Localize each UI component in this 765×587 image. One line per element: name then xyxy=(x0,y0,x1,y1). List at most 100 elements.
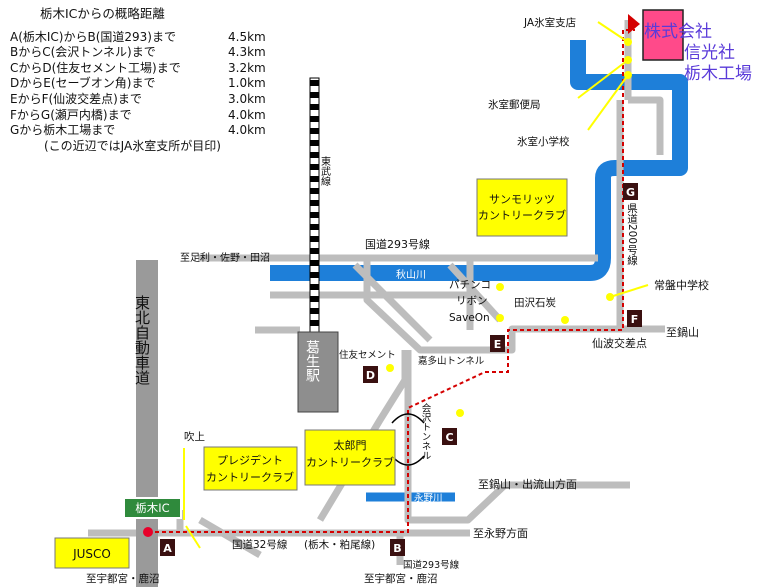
label-nabeyama: 至鍋山 xyxy=(666,325,699,339)
point-b: B xyxy=(390,539,405,556)
svg-text:D: D xyxy=(366,369,375,382)
label-post: 氷室郵便局 xyxy=(488,98,541,111)
label-ja: JA氷室支店 xyxy=(523,16,576,29)
legend-row-label: CからD(住友セメント工場)まで xyxy=(10,60,181,75)
label-golf1-l2: カントリークラブ xyxy=(478,208,566,222)
point-g: G xyxy=(623,183,638,200)
rail-tie xyxy=(310,176,319,182)
golf-sanmoritz-box xyxy=(476,178,568,237)
legend-note: (この近辺ではJA氷室支所が目印) xyxy=(44,138,221,153)
legend-row: DからE(セーブオン角)まで 1.0km xyxy=(10,76,266,92)
golf-president-box xyxy=(203,446,298,491)
rail-tie xyxy=(310,152,319,158)
point-markers: A B C D E F G xyxy=(160,183,642,556)
label-akiyama: 秋山川 xyxy=(396,268,426,281)
rail-tie xyxy=(310,188,319,194)
expressway-cap xyxy=(136,260,158,276)
joban-dot xyxy=(606,293,614,301)
label-utsunomiya1: 至宇都宮・鹿沼 xyxy=(86,572,160,585)
legend-row-label: EからF(仙波交差点)まで xyxy=(10,91,142,106)
label-nagano-dir: 至永野方面 xyxy=(473,526,528,540)
label-pachinko-l2: リボン xyxy=(456,295,488,307)
school-pointer xyxy=(587,74,629,131)
label-sumitomo: 住友セメント xyxy=(339,349,396,361)
rail-tie xyxy=(310,116,319,122)
rail-tie xyxy=(310,224,319,230)
legend-row-label: DからE(セーブオン角)まで xyxy=(10,76,156,91)
kuzo-station-box xyxy=(297,331,339,413)
label-senba: 仙波交差点 xyxy=(592,336,647,350)
point-c: C xyxy=(442,428,457,445)
joban-pointer xyxy=(609,284,649,298)
rail-tie xyxy=(310,284,319,290)
road-tochigi-kasuo xyxy=(404,350,630,524)
legend-row: BからC(会沢トンネル)まで 4.3km xyxy=(10,45,266,61)
golf-courses xyxy=(54,178,568,569)
svg-text:B: B xyxy=(393,542,401,555)
label-golf2-l2: カントリークラブ xyxy=(306,455,394,469)
distance-legend: 栃木ICからの概略距離 A(栃木IC)からB(国道293)まで 4.5km Bか… xyxy=(10,6,266,154)
post-pointer xyxy=(577,59,629,99)
label-aizawa: 会沢トンネル xyxy=(420,402,432,460)
legend-title: 栃木ICからの概略距離 xyxy=(40,6,165,21)
label-utsunomiya2: 至宇都宮・鹿沼 xyxy=(364,572,438,585)
road-32-diag xyxy=(198,516,262,559)
point-f: F xyxy=(627,310,642,327)
svg-text:G: G xyxy=(626,186,635,199)
label-nagano: 永野川 xyxy=(414,492,443,504)
svg-text:E: E xyxy=(494,338,502,351)
company-box xyxy=(642,9,684,61)
tobu-railway xyxy=(309,77,320,338)
rail-tie xyxy=(310,308,319,314)
label-r293b: 国道293号線 xyxy=(403,559,460,571)
label-golf1-l1: サンモリッツ xyxy=(489,193,555,206)
rail-tie xyxy=(310,236,319,242)
label-tobu: 東武線 xyxy=(319,155,331,186)
label-joban: 常盤中学校 xyxy=(654,278,709,292)
rail-tie xyxy=(310,320,319,326)
post-dot xyxy=(624,56,632,64)
label-school: 氷室小学校 xyxy=(517,135,570,148)
label-jusco: JUSCO xyxy=(72,547,111,561)
rail-tie xyxy=(310,80,319,86)
tochigi-ic-dot xyxy=(143,527,153,537)
company-line-1: 株式会社 xyxy=(644,22,712,42)
label-tazawa: 田沢石炭 xyxy=(514,296,556,309)
rail-tie xyxy=(310,164,319,170)
rail-tie xyxy=(310,260,319,266)
rail-tie xyxy=(310,104,319,110)
route-line xyxy=(148,29,635,533)
point-a: A xyxy=(160,539,175,556)
label-tochigi-kasuo: (栃木・粕尾線) xyxy=(304,538,375,551)
pointer-lines xyxy=(183,21,649,549)
legend-row: Gから栃木工場まで 4.0km xyxy=(10,123,266,139)
legend-row-distance: 3.0km xyxy=(228,91,266,106)
saveon-dot xyxy=(496,314,504,322)
point-d: D xyxy=(363,366,378,383)
label-saveon: SaveOn xyxy=(449,312,490,324)
legend-row-label: A(栃木IC)からB(国道293)まで xyxy=(10,29,176,44)
rail-tie xyxy=(310,248,319,254)
aizawa-tunnel-arc-1 xyxy=(391,413,425,424)
road-mid-2 xyxy=(352,262,433,343)
road-diag xyxy=(447,262,503,323)
school-dot xyxy=(624,71,632,79)
company-arrow xyxy=(628,14,640,34)
landmark-dots xyxy=(386,38,632,417)
sumitomo-dot xyxy=(386,364,394,372)
label-tohoku: 東北自動車道 xyxy=(133,295,151,385)
road-top-loop xyxy=(628,96,664,155)
label-golf3-l1: プレジデント xyxy=(217,453,283,467)
svg-text:C: C xyxy=(445,431,453,444)
akiyama-river xyxy=(270,40,688,281)
legend-row-distance: 3.2km xyxy=(228,60,266,75)
label-kuzo: 葛生駅 xyxy=(304,340,320,382)
legend-row-distance: 4.0km xyxy=(228,107,266,122)
rail-tie xyxy=(310,272,319,278)
legend-row: A(栃木IC)からB(国道293)まで 4.5km xyxy=(10,30,266,46)
label-fukiage: 吹上 xyxy=(184,430,205,443)
legend-row-distance: 4.0km xyxy=(228,123,266,138)
legend-row-label: Gから栃木工場まで xyxy=(10,123,116,138)
label-r32: 国道32号線 xyxy=(232,538,288,551)
